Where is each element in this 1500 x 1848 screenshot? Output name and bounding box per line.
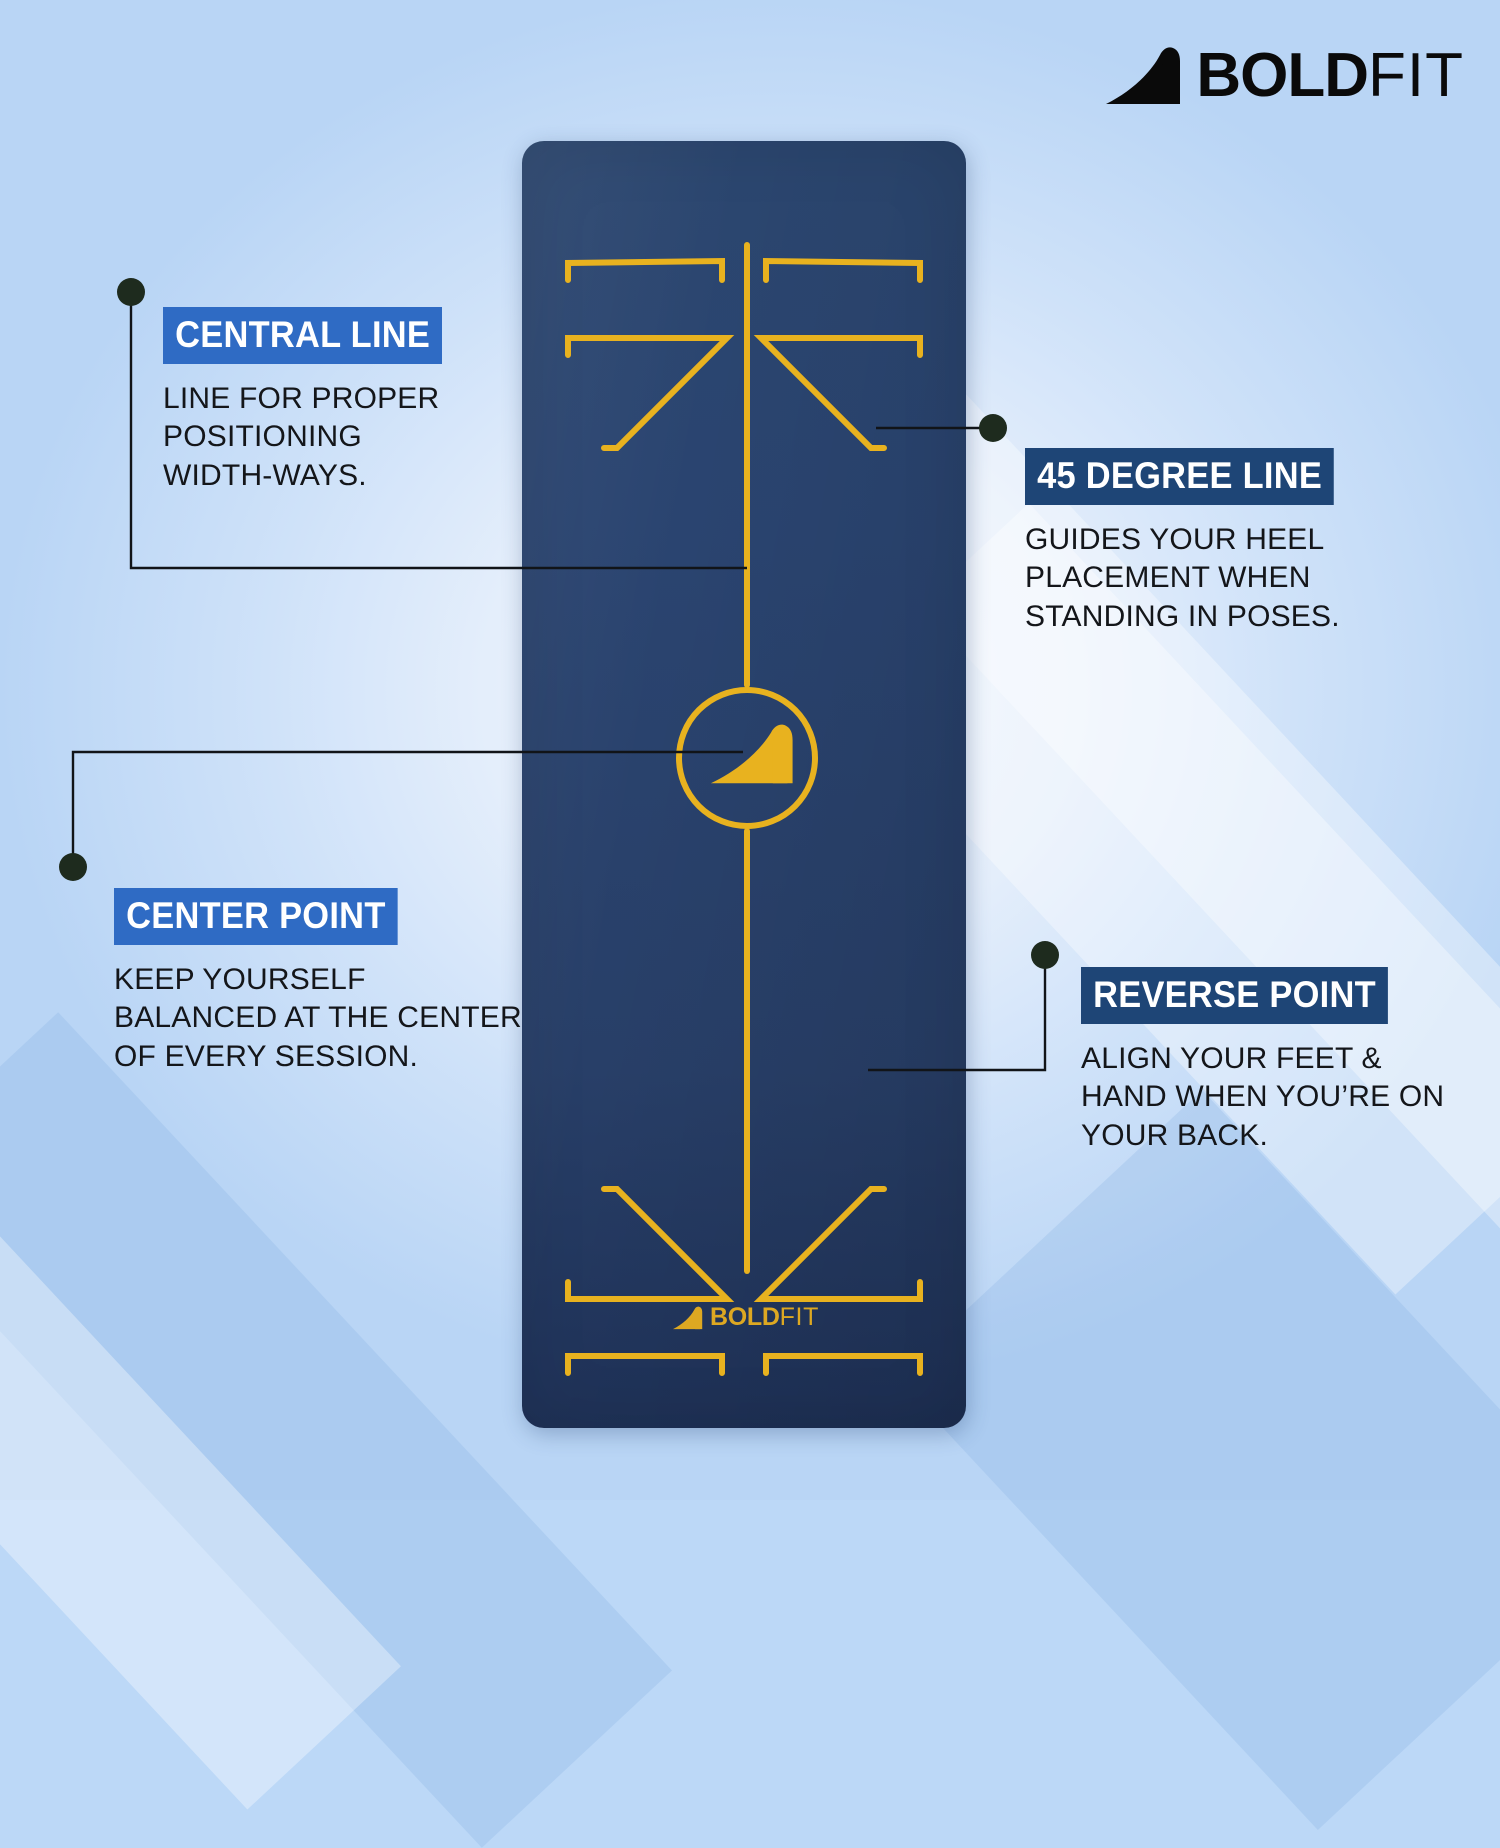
mat-printed-logo: BOLD FIT <box>522 1303 966 1332</box>
mat-logo-light-text: FIT <box>779 1303 819 1332</box>
brand-bold-text: BOLD <box>1196 40 1369 110</box>
top-bracket-2-left-with-diagonal <box>565 335 735 451</box>
mat-alignment-markings <box>565 242 923 1376</box>
connector-central-line <box>129 300 747 570</box>
brand-logo: BOLD FIT <box>1096 40 1464 110</box>
mat-logo-wordmark: BOLD FIT <box>710 1303 819 1332</box>
yoga-mat-image: BOLD FIT <box>522 141 966 1428</box>
boldfit-swoosh-icon <box>669 1306 703 1330</box>
bottom-bracket-2-left <box>565 1353 725 1376</box>
callout-dot-central-line <box>117 278 145 306</box>
center-point-circle <box>676 687 818 829</box>
callout-title-center-point: CENTER POINT <box>114 888 398 945</box>
callout-description-central-line: LINE FOR PROPER POSITIONING WIDTH-WAYS. <box>163 382 440 492</box>
bottom-bracket-1-left-with-diagonal <box>565 1186 735 1302</box>
callout-description-45-degree-line: GUIDES YOUR HEEL PLACEMENT WHEN STANDING… <box>1025 523 1340 633</box>
center-point-logo-icon <box>710 724 793 784</box>
bottom-bracket-2-right <box>763 1353 923 1376</box>
top-bracket-1-right <box>763 257 923 283</box>
callout-central-line: CENTRAL LINE LINE FOR PROPER POSITIONING… <box>163 307 543 495</box>
bottom-bracket-1-right-with-diagonal <box>753 1186 923 1302</box>
boldfit-swoosh-icon <box>1096 46 1182 106</box>
callout-reverse-point: REVERSE POINT ALIGN YOUR FEET & HAND WHE… <box>1081 967 1481 1155</box>
callout-dot-reverse-point <box>1031 941 1059 969</box>
mat-logo-bold-text: BOLD <box>710 1303 780 1332</box>
callout-connector-lines <box>71 300 1047 1072</box>
brand-light-text: FIT <box>1368 40 1464 110</box>
brand-wordmark: BOLD FIT <box>1196 40 1464 110</box>
top-bracket-1-left <box>565 257 725 283</box>
callout-dot-center-point <box>59 853 87 881</box>
callout-title-reverse-point: REVERSE POINT <box>1081 967 1388 1024</box>
connector-center-point <box>71 750 743 860</box>
callout-dot-45-degree-line <box>979 414 1007 442</box>
connector-reverse-point <box>868 963 1047 1072</box>
callout-45-degree-line: 45 DEGREE LINE GUIDES YOUR HEEL PLACEMEN… <box>1025 448 1455 636</box>
callout-center-point: CENTER POINT KEEP YOURSELF BALANCED AT T… <box>114 888 534 1076</box>
callout-title-central-line: CENTRAL LINE <box>163 307 443 364</box>
callout-description-center-point: KEEP YOURSELF BALANCED AT THE CENTER OF … <box>114 963 522 1073</box>
callout-description-reverse-point: ALIGN YOUR FEET & HAND WHEN YOU’RE ON YO… <box>1081 1042 1445 1152</box>
top-bracket-2-right-with-diagonal <box>753 335 923 451</box>
callout-title-45-degree-line: 45 DEGREE LINE <box>1025 448 1335 505</box>
